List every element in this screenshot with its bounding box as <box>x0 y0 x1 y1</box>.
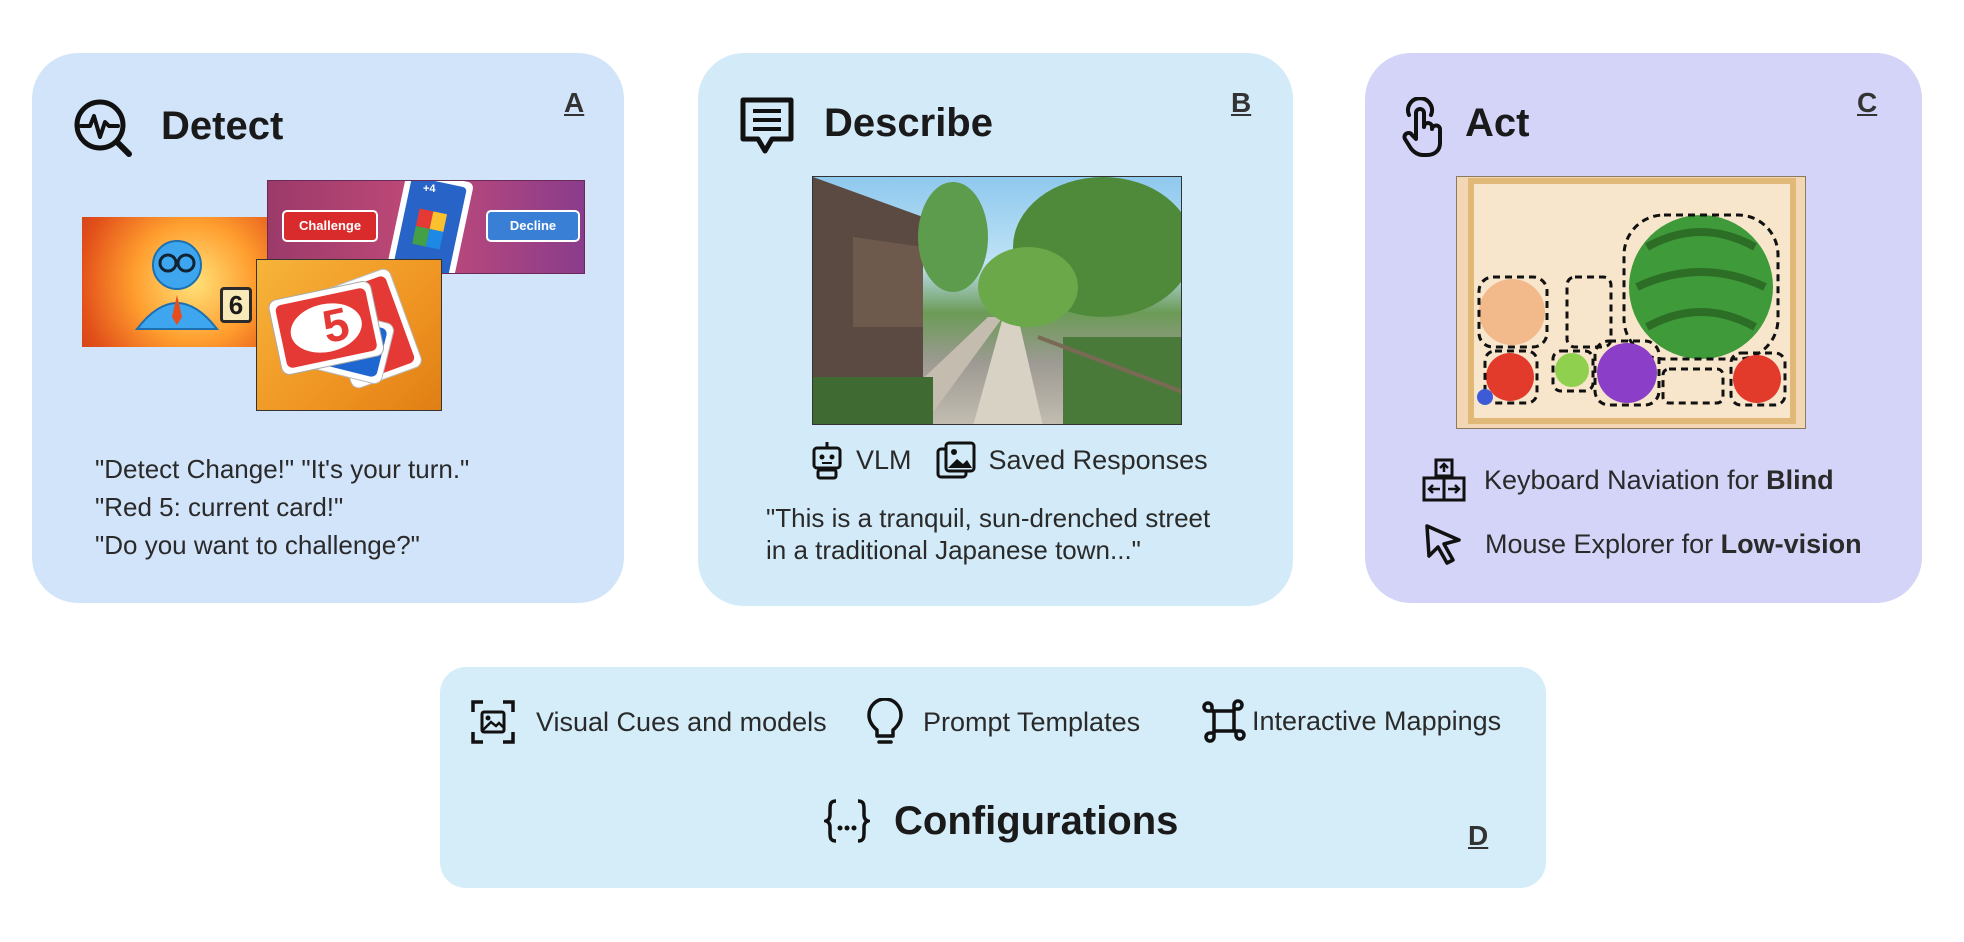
tap-hand-icon <box>1402 97 1442 157</box>
fruit-game-image <box>1456 176 1806 429</box>
quote-line: "Detect Change!" "It's your turn." <box>95 454 470 484</box>
saved-images-icon <box>936 441 976 479</box>
quote-line: "Do you want to challenge?" <box>95 530 420 560</box>
describe-text: "This is a tranquil, sun-drenched street… <box>766 502 1210 566</box>
vlm-row: VLM Saved Responses <box>810 440 1208 480</box>
keyboard-navigation-label: Keyboard Naviation for Blind <box>1484 465 1834 496</box>
mouse-row: Mouse Explorer for Low-vision <box>1423 522 1862 566</box>
act-panel: C Act <box>1365 53 1922 603</box>
mouse-bold: Low-vision <box>1720 528 1862 559</box>
challenge-screenshot: Challenge Decline +4 <box>267 180 585 274</box>
configurations-title-row: Configurations <box>824 798 1178 844</box>
panel-letter: D <box>1468 820 1489 851</box>
config-item-label: Visual Cues and models <box>536 706 827 737</box>
command-key-icon <box>1202 699 1246 743</box>
wild-card-icon <box>387 181 473 273</box>
config-item-label: Interactive Mappings <box>1252 705 1502 736</box>
config-item-visual-cues: Visual Cues and models <box>470 699 827 745</box>
red-five-card-icon <box>268 268 422 389</box>
street-scene-image <box>812 176 1182 425</box>
quote-line: "Red 5: current card!" <box>95 492 344 522</box>
plus-four-label: +4 <box>423 183 436 195</box>
panel-letter: B <box>1231 87 1252 118</box>
lightbulb-icon <box>867 698 903 744</box>
decline-button[interactable]: Decline <box>486 210 580 242</box>
mouse-text: Mouse Explorer for <box>1485 528 1721 559</box>
detect-quotes: "Detect Change!" "It's your turn." "Red … <box>95 450 469 564</box>
mouse-explorer-label: Mouse Explorer for Low-vision <box>1485 529 1862 560</box>
keyboard-bold: Blind <box>1766 464 1834 495</box>
description-line: "This is a tranquil, sun-drenched street <box>766 503 1211 533</box>
keyboard-arrows-icon <box>1422 458 1466 502</box>
robot-icon <box>812 442 842 480</box>
panel-title: Detect <box>161 104 284 148</box>
fruit-game-drawing <box>1468 178 1796 424</box>
card-count-badge: 6 <box>220 287 252 323</box>
cursor-icon <box>1425 524 1461 565</box>
panel-title: Configurations <box>894 798 1179 843</box>
panel-letter: C <box>1857 87 1878 118</box>
config-item-interactive-mappings: Interactive Mappings <box>1202 699 1501 743</box>
scan-image-icon <box>471 700 515 744</box>
challenge-button[interactable]: Challenge <box>282 210 378 242</box>
keyboard-row: Keyboard Naviation for Blind <box>1422 458 1834 502</box>
describe-panel: B Describe VLM <box>698 53 1293 606</box>
detect-panel: A Detect 6 Challenge Decline +4 <box>32 53 624 603</box>
avatar <box>134 240 220 330</box>
saved-responses-label: Saved Responses <box>988 444 1208 475</box>
keyboard-text: Keyboard Naviation for <box>1484 464 1767 495</box>
message-lines-icon <box>740 97 794 154</box>
config-item-prompt-templates: Prompt Templates <box>867 698 1140 746</box>
panel-title: Act <box>1465 101 1530 145</box>
config-item-label: Prompt Templates <box>923 706 1141 737</box>
current-card-screenshot: 5 <box>256 259 442 411</box>
description-line: in a traditional Japanese town..." <box>766 535 1141 565</box>
detect-icon <box>74 99 132 157</box>
street-scene-drawing <box>813 177 1181 424</box>
panel-title: Describe <box>824 101 993 145</box>
curly-braces-icon <box>824 799 870 843</box>
vlm-label: VLM <box>856 444 912 475</box>
panel-letter: A <box>564 87 585 118</box>
configurations-panel: Visual Cues and models Prompt Templates … <box>440 667 1546 888</box>
